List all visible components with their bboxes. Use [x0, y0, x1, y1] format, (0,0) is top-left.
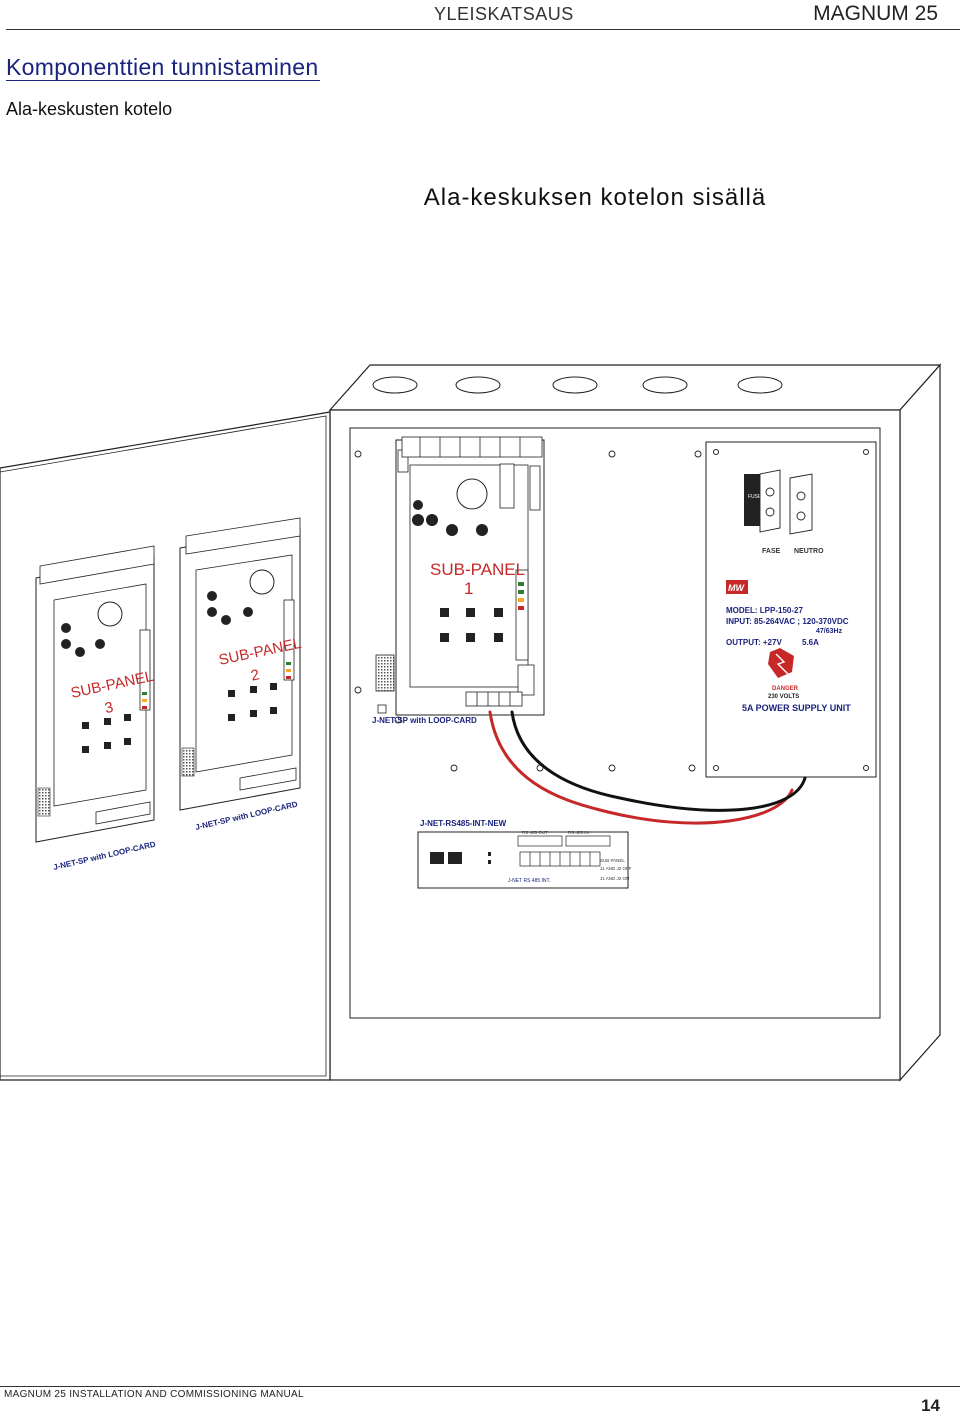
header-rule: [6, 29, 960, 30]
footer-page-number: 14: [921, 1396, 940, 1415]
sub-panel-3: SUB-PANEL 3 J-NET-SP with LOOP-CARD: [35, 545, 157, 872]
psu-input: INPUT: 85-264VAC ; 120-370VDC: [726, 617, 849, 626]
psu-output-voltage: OUTPUT: +27V: [726, 638, 782, 647]
cable-knockouts: [372, 376, 783, 394]
rs485-sub-label: SUB PANEL: [600, 858, 625, 863]
page-subtitle: Ala-keskusten kotelo: [6, 99, 173, 119]
rs485-board-label: J-NET RS 485 INT.: [508, 878, 550, 884]
page-title: Komponenttien tunnistaminen: [6, 54, 321, 81]
sub-panel-1: SUB-PANEL 1 J-NET-SP with LOOP-CARD: [372, 436, 545, 725]
sub-panel-1-card: J-NET-SP with LOOP-CARD: [372, 716, 477, 725]
section-heading: Ala-keskuksen kotelon sisällä: [0, 184, 960, 212]
enclosure-diagram: SUB-PANEL 1 J-NET-SP with LOOP-CARD SUB-…: [0, 363, 942, 1082]
rs485-in-label: RS 485 IN: [568, 830, 589, 835]
sub-panel-1-number: 1: [464, 579, 473, 598]
header-product: MAGNUM 25: [813, 2, 938, 25]
psu-fuse-label: FUSE 1A: [748, 494, 770, 500]
danger-icon: [768, 648, 794, 678]
rs485-out-label: RS 485 OUT: [522, 830, 548, 835]
rs485-jumper-off: J1 AND J2 OFF: [600, 866, 632, 871]
sub-panel-2-number: 2: [249, 666, 261, 684]
psu-danger: DANGER: [772, 686, 799, 692]
mean-well-logo-text: MW: [728, 583, 745, 593]
psu-output-current: 5.6A: [802, 638, 819, 647]
mean-well-logo: [726, 580, 748, 594]
header-section: YLEISKATSAUS: [434, 4, 574, 24]
psu-neutro-label: NEUTRO: [794, 548, 824, 555]
psu-frequency: 47/63Hz: [816, 628, 843, 635]
psu-unit-name: 5A POWER SUPPLY UNIT: [742, 703, 851, 713]
sub-panel-3-number: 3: [103, 699, 115, 717]
psu-fase-label: FASE: [762, 548, 781, 555]
power-supply-unit: FUSE 1A FASE NEUTRO MW MODEL: LPP-150-27…: [705, 441, 877, 778]
sub-panel-2: SUB-PANEL 2 J-NET-SP with LOOP-CARD: [179, 517, 303, 832]
sub-panel-1-label: SUB-PANEL: [430, 560, 525, 579]
footer-rule: [0, 1386, 960, 1387]
rs485-jumper-on: J1 AND J2 ON: [600, 876, 629, 881]
rs485-title: J-NET-RS485-INT-NEW: [420, 819, 507, 828]
section-heading-text: Ala-keskuksen kotelon sisällä: [423, 184, 767, 211]
footer-manual: MAGNUM 25 INSTALLATION AND COMMISSIONING…: [4, 1389, 304, 1400]
psu-model: MODEL: LPP-150-27: [726, 606, 803, 615]
power-cables: [488, 710, 807, 825]
psu-volts: 230 VOLTS: [768, 694, 799, 700]
rs485-interface-board: J-NET-RS485-INT-NEW RS 485 OUT RS 485 IN…: [417, 819, 632, 889]
